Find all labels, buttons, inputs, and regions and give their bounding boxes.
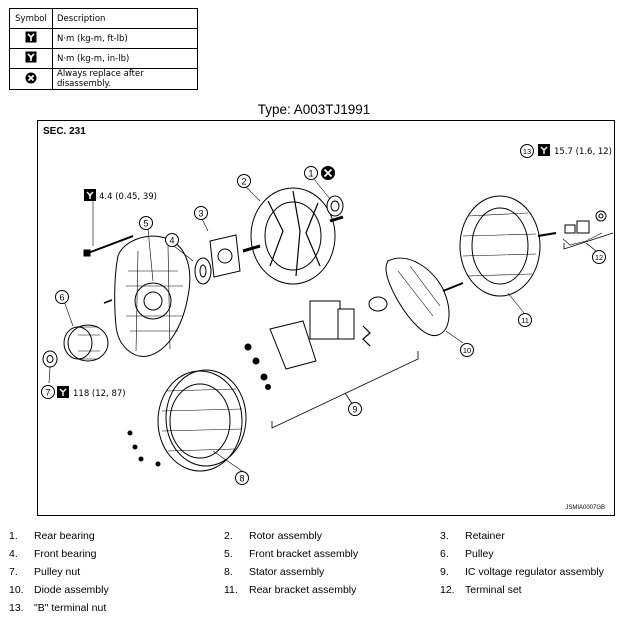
svg-text:1: 1	[308, 169, 313, 179]
callout-5: 5	[139, 216, 153, 230]
front-bearing	[194, 257, 212, 285]
front-bracket-assembly	[114, 235, 191, 357]
through-bolt	[83, 235, 134, 257]
symbol-legend-table: Symbol Description N·m (kg-m, ft-lb) N·m…	[9, 8, 198, 90]
callout-12: 12	[592, 250, 606, 264]
svg-text:12: 12	[595, 253, 603, 262]
list-item: 13."B" terminal nut	[9, 602, 107, 614]
svg-text:2: 2	[241, 177, 246, 187]
callout-10: 10	[460, 343, 474, 357]
torque-wrench-icon	[25, 51, 37, 63]
callout-4: 4	[165, 233, 179, 247]
list-item: 4.Front bearing	[9, 548, 97, 560]
callout-6: 6	[55, 290, 69, 304]
callout-13: 13	[520, 144, 534, 158]
exploded-diagram-frame: SEC. 231 JSMIA0007GB	[37, 120, 615, 516]
svg-text:8: 8	[239, 474, 244, 484]
svg-text:7: 7	[45, 388, 50, 398]
diagram-type-title: Type: A003TJ1991	[257, 102, 371, 117]
callout-7: 7	[41, 385, 55, 399]
leader-lines	[48, 178, 525, 472]
legend-header-symbol: Symbol	[9, 8, 53, 29]
callout-numbers: 1 2 3 4 5 6	[41, 144, 606, 485]
legend-description: N·m (kg-m, in-lb)	[52, 48, 198, 69]
section-label: SEC. 231	[43, 126, 86, 137]
legend-description: N·m (kg-m, ft-lb)	[52, 28, 198, 49]
replace-x-icon	[321, 166, 335, 180]
terminal-set	[562, 210, 607, 246]
svg-text:4: 4	[169, 236, 174, 246]
rear-bearing	[326, 195, 344, 217]
pulley-nut	[42, 350, 58, 368]
svg-text:11: 11	[521, 316, 529, 325]
list-item: 10.Diode assembly	[9, 584, 109, 596]
svg-text:13: 13	[523, 147, 531, 156]
legend-symbol-cell	[9, 48, 53, 69]
svg-text:3: 3	[198, 209, 203, 219]
svg-text:6: 6	[59, 293, 64, 303]
rear-bracket-assembly	[459, 195, 557, 297]
callout-2: 2	[237, 174, 251, 188]
torque-wrench-icon	[25, 31, 37, 43]
retainer	[209, 234, 241, 278]
pulley	[63, 324, 109, 362]
figure-code: JSMIA0007GB	[565, 505, 605, 511]
torque-wrench-icon	[540, 146, 548, 154]
list-item: 11.Rear bracket assembly	[224, 584, 357, 596]
list-item: 6.Pulley	[440, 548, 494, 560]
callout-9: 9	[348, 402, 362, 416]
callout-8: 8	[235, 471, 249, 485]
list-item: 7.Pulley nut	[9, 566, 81, 578]
callout-3: 3	[194, 206, 208, 220]
small-screws	[103, 299, 161, 467]
legend-symbol-cell	[9, 68, 53, 90]
legend-symbol-cell	[9, 28, 53, 49]
svg-text:10: 10	[463, 346, 471, 355]
torque-wrench-icon	[59, 388, 67, 396]
torque-label-5: 4.4 (0.45, 39)	[84, 189, 157, 202]
svg-text:15.7 (1.6, 12): 15.7 (1.6, 12)	[554, 147, 612, 157]
callout-1: 1	[304, 166, 318, 180]
svg-text:5: 5	[143, 219, 148, 229]
legend-header-description: Description	[52, 8, 198, 29]
list-item: 5.Front bracket assembly	[224, 548, 359, 560]
alternator-exploded-view: 1 2 3 4 5 6	[41, 144, 614, 485]
rotor-assembly	[242, 187, 344, 285]
diode-assembly	[385, 257, 464, 337]
stator-assembly	[157, 369, 247, 472]
svg-text:4.4 (0.45, 39): 4.4 (0.45, 39)	[99, 192, 157, 202]
torque-label-13: 15.7 (1.6, 12)	[538, 144, 612, 157]
legend-description: Always replace after disassembly.	[52, 68, 198, 90]
list-item: 3.Retainer	[440, 530, 505, 542]
list-item: 9.IC voltage regulator assembly	[440, 566, 604, 578]
torque-label-7: 118 (12, 87)	[57, 386, 126, 399]
svg-text:118 (12, 87): 118 (12, 87)	[73, 389, 126, 399]
svg-text:9: 9	[352, 405, 357, 415]
ic-regulator-parts	[244, 296, 388, 390]
replace-x-icon	[25, 72, 37, 83]
list-item: 12.Terminal set	[440, 584, 522, 596]
list-item: 1.Rear bearing	[9, 530, 95, 542]
list-item: 8.Stator assembly	[224, 566, 325, 578]
callout-11: 11	[518, 313, 532, 327]
list-item: 2.Rotor assembly	[224, 530, 322, 542]
